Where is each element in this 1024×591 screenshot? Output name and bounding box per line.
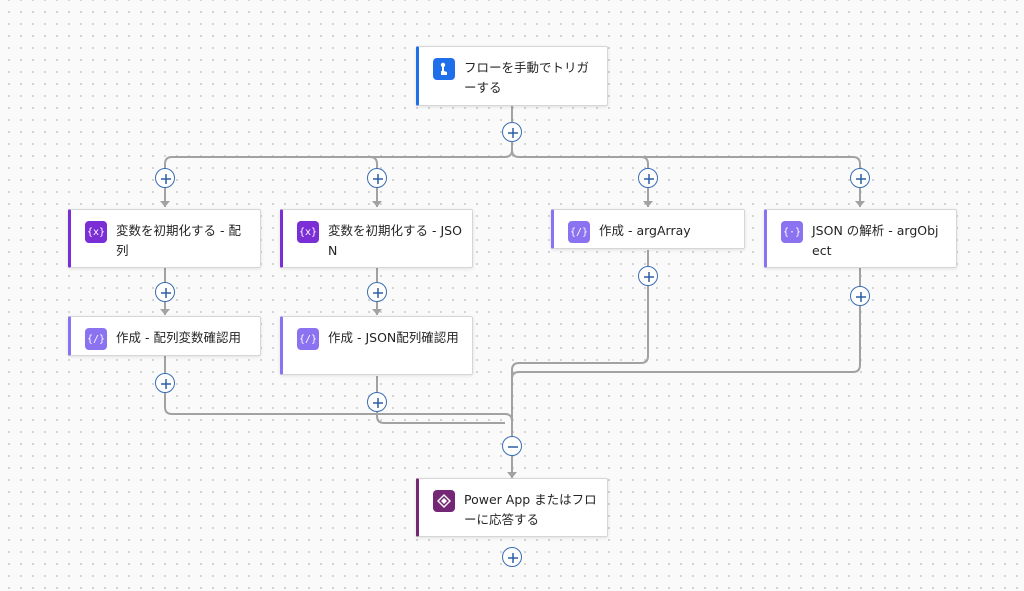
init-variable-json-card[interactable]: {x} 変数を初期化する - JSON <box>280 209 473 268</box>
parse-json-icon: {·} <box>781 221 803 243</box>
plus-icon <box>644 174 654 184</box>
plus-icon <box>644 272 654 282</box>
plus-icon <box>373 174 383 184</box>
collapse-branches-button[interactable] <box>502 436 522 456</box>
parse-json-card[interactable]: {·} JSON の解析 - argObject <box>764 209 957 268</box>
compose-json-check-label: 作成 - JSON配列確認用 <box>328 330 459 345</box>
manual-trigger-icon <box>433 58 455 80</box>
plus-icon <box>161 174 171 184</box>
compose-argarray-label: 作成 - argArray <box>599 223 691 238</box>
init-variable-array-label: 変数を初期化する - 配列 <box>116 223 241 258</box>
compose-icon: {/} <box>85 328 107 350</box>
plus-icon <box>161 288 171 298</box>
init-variable-array-card[interactable]: {x} 変数を初期化する - 配列 <box>68 209 261 268</box>
add-step-button[interactable] <box>850 168 870 188</box>
minus-icon <box>508 446 518 448</box>
power-apps-icon <box>433 490 455 512</box>
add-step-button[interactable] <box>367 282 387 302</box>
compose-json-check-card[interactable]: {/} 作成 - JSON配列確認用 <box>280 316 473 375</box>
trigger-card[interactable]: フローを手動でトリガーする <box>416 46 608 106</box>
respond-card[interactable]: Power App またはフローに応答する <box>416 478 608 537</box>
plus-icon <box>508 553 518 563</box>
parse-json-label: JSON の解析 - argObject <box>812 223 939 258</box>
add-step-button[interactable] <box>502 547 522 567</box>
plus-icon <box>856 174 866 184</box>
compose-array-check-card[interactable]: {/} 作成 - 配列変数確認用 <box>68 316 261 356</box>
compose-icon: {/} <box>568 221 590 243</box>
compose-argarray-card[interactable]: {/} 作成 - argArray <box>551 209 745 249</box>
plus-icon <box>508 128 518 138</box>
respond-label: Power App またはフローに応答する <box>464 492 597 527</box>
add-step-button[interactable] <box>155 282 175 302</box>
variable-icon: {x} <box>85 221 107 243</box>
compose-array-check-label: 作成 - 配列変数確認用 <box>116 330 241 345</box>
add-step-button[interactable] <box>638 266 658 286</box>
init-variable-json-label: 変数を初期化する - JSON <box>328 223 462 258</box>
plus-icon <box>161 379 171 389</box>
add-step-button[interactable] <box>502 122 522 142</box>
add-step-button[interactable] <box>850 286 870 306</box>
compose-icon: {/} <box>297 328 319 350</box>
plus-icon <box>856 292 866 302</box>
trigger-label: フローを手動でトリガーする <box>464 60 590 95</box>
add-step-button[interactable] <box>155 168 175 188</box>
variable-icon: {x} <box>297 221 319 243</box>
add-step-button[interactable] <box>155 373 175 393</box>
plus-icon <box>373 288 383 298</box>
add-step-button[interactable] <box>638 168 658 188</box>
plus-icon <box>373 398 383 408</box>
add-step-button[interactable] <box>367 392 387 412</box>
add-step-button[interactable] <box>367 168 387 188</box>
